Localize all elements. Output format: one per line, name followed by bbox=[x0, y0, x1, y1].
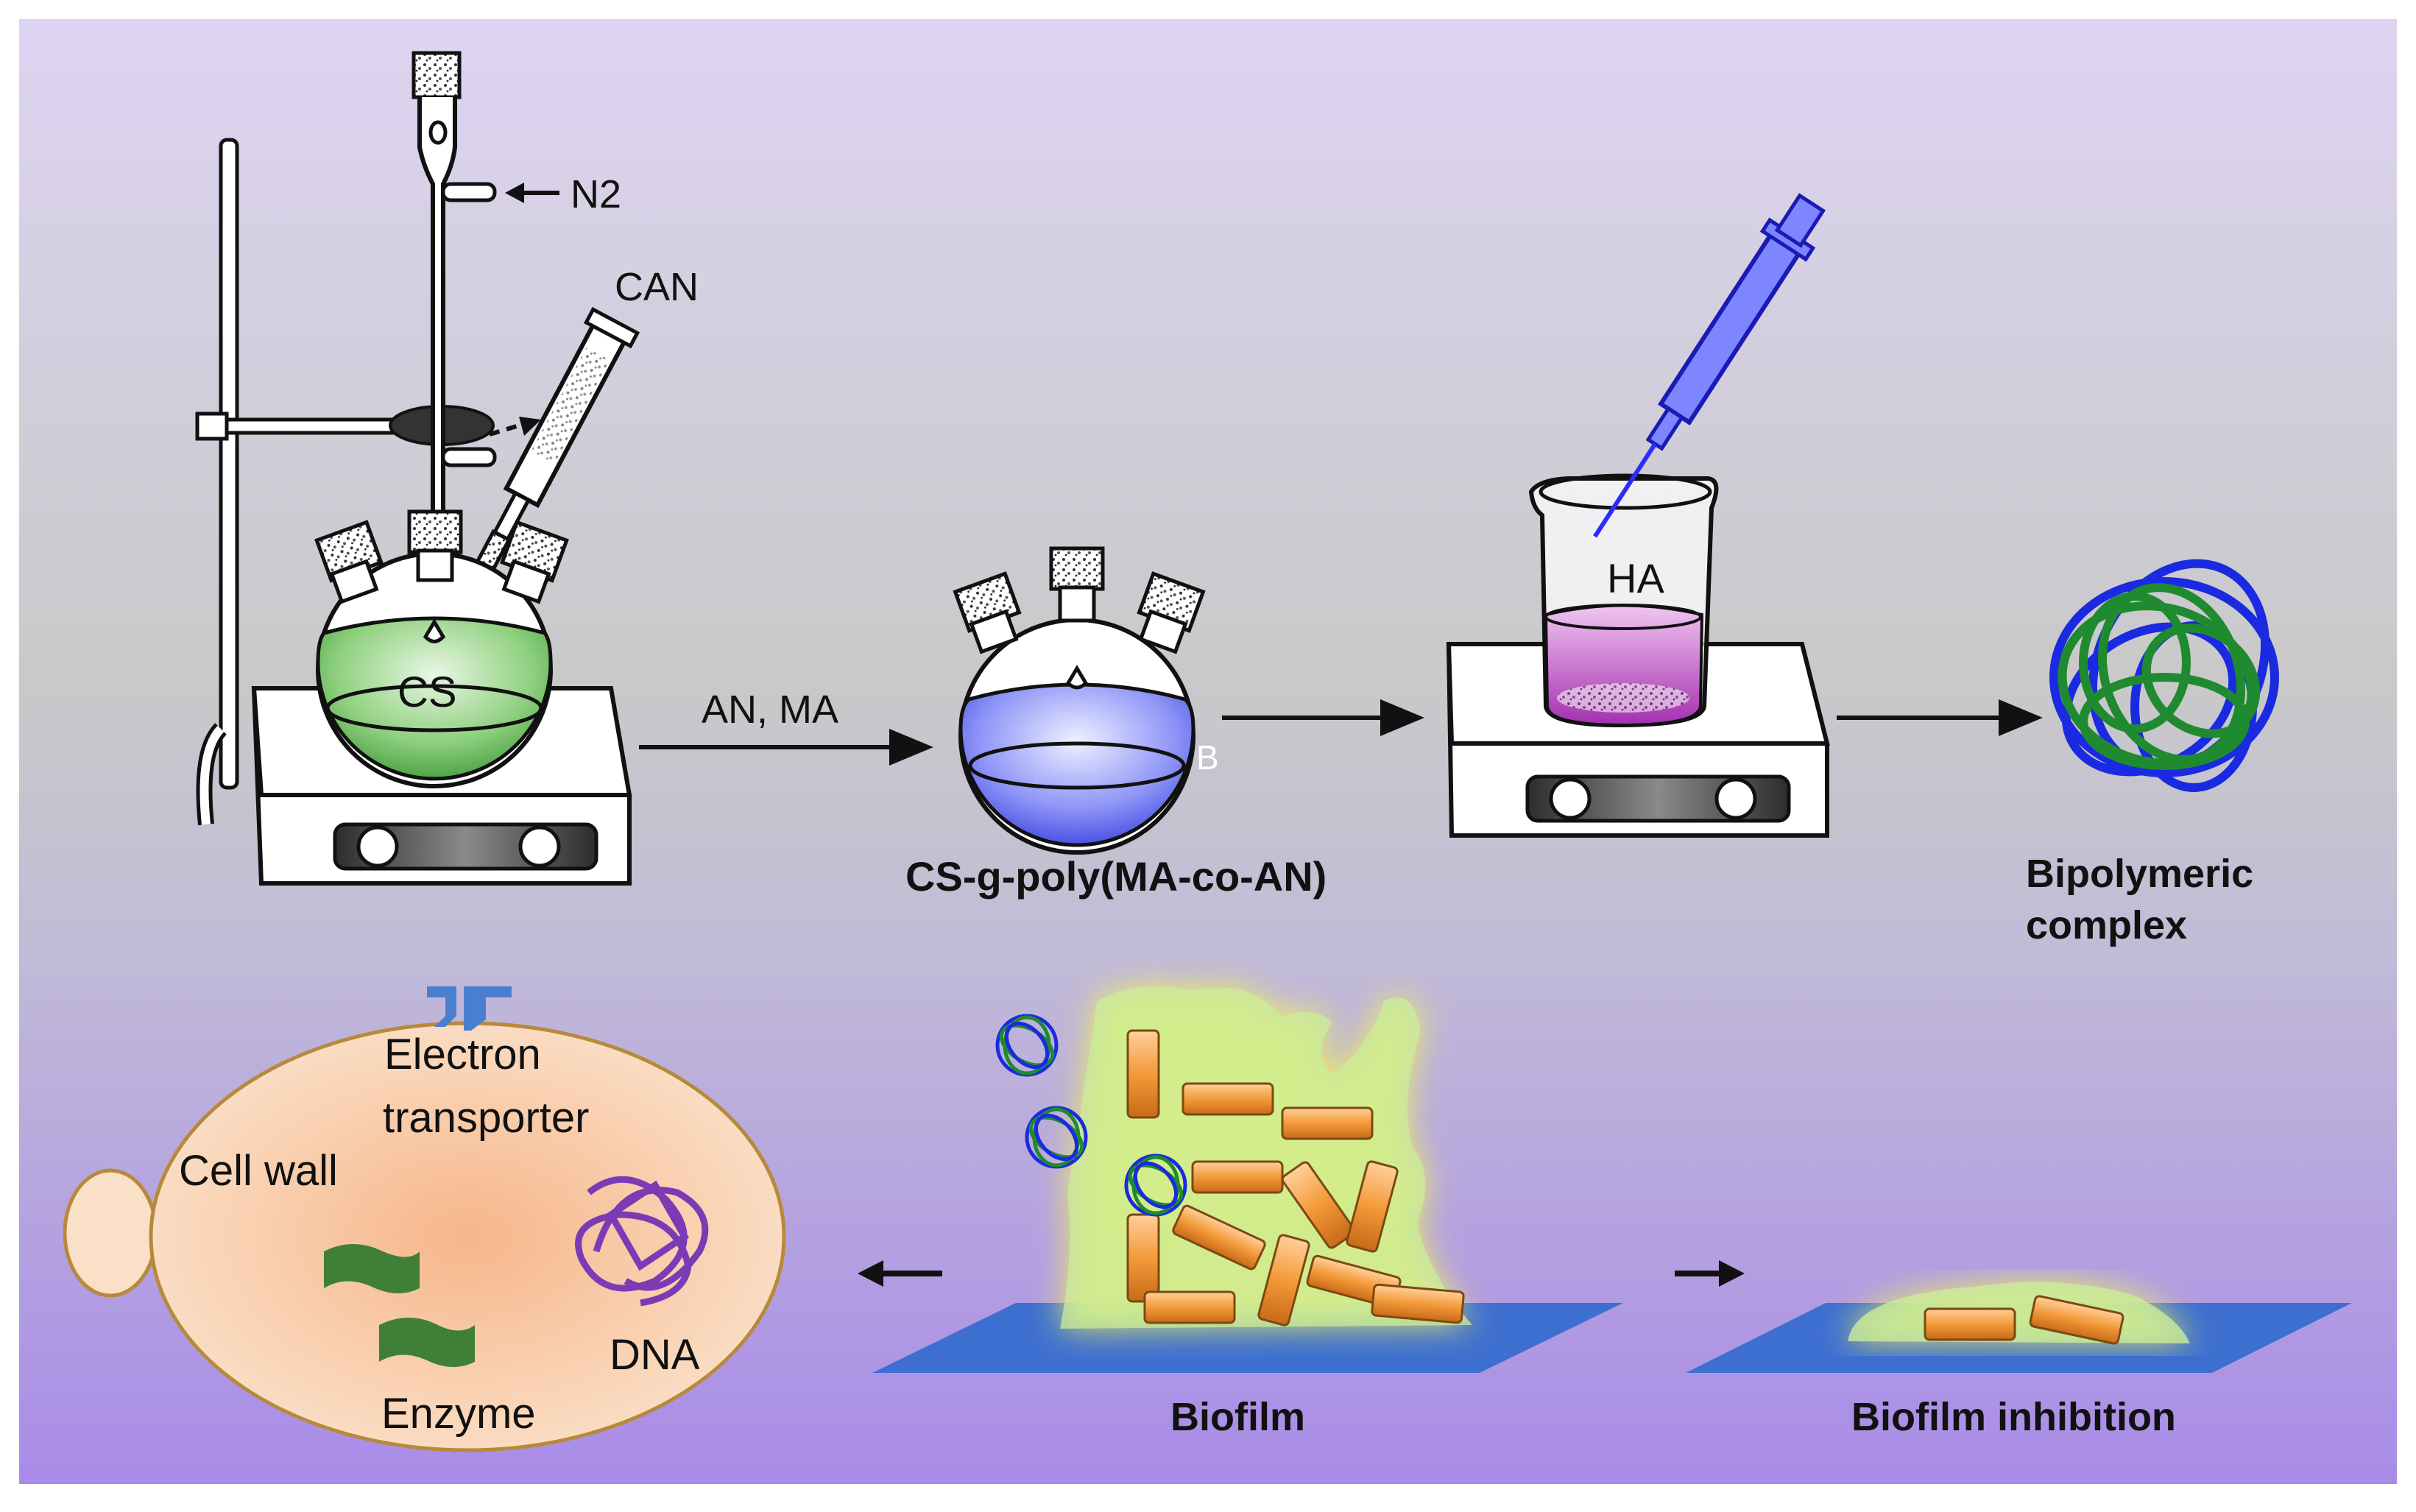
cs-label: CS bbox=[398, 668, 457, 716]
biofilm bbox=[1060, 986, 1472, 1329]
electron-transporter-icon bbox=[427, 986, 512, 1031]
inhibited-biofilm bbox=[1848, 1282, 2190, 1345]
can-label: CAN bbox=[615, 265, 699, 309]
b-flask bbox=[953, 546, 1206, 855]
bipolymeric-complex bbox=[2049, 559, 2279, 792]
attached-complexes bbox=[995, 1014, 1187, 1217]
cell-wall-label: Cell wall bbox=[179, 1147, 338, 1195]
arrow-an-ma bbox=[639, 729, 933, 766]
enzyme-shapes bbox=[324, 1244, 475, 1368]
condenser-outlet-arrow bbox=[489, 417, 541, 437]
ha-beaker bbox=[1528, 473, 1719, 728]
arrow-to-inhibition bbox=[1675, 1260, 1745, 1287]
bipolymeric-label-line2: complex bbox=[2026, 903, 2187, 947]
dna-shape bbox=[575, 1176, 709, 1307]
b-label: B bbox=[1196, 738, 1219, 777]
biofilm-bacteria bbox=[1126, 1029, 1465, 1326]
enzyme-label: Enzyme bbox=[381, 1390, 536, 1438]
n2-label: N2 bbox=[571, 172, 621, 216]
bipolymeric-label-line1: Bipolymeric bbox=[2026, 852, 2253, 896]
product-label: CS-g-poly(MA-co-AN) bbox=[905, 853, 1327, 900]
arrow-3 bbox=[1837, 699, 2043, 736]
an-ma-label: AN, MA bbox=[702, 688, 838, 732]
ha-label: HA bbox=[1607, 555, 1664, 601]
electron-label-line2: transporter bbox=[383, 1094, 589, 1142]
retort-stand bbox=[195, 138, 495, 826]
dna-label: DNA bbox=[610, 1331, 700, 1379]
biofilm-label: Biofilm bbox=[1170, 1395, 1305, 1439]
hotplate-right bbox=[1446, 641, 1830, 838]
arrow-to-cell bbox=[858, 1260, 942, 1287]
biofilm-inhibition-label: Biofilm inhibition bbox=[1851, 1395, 2176, 1439]
electron-label-line1: Electron bbox=[384, 1031, 541, 1078]
n2-arrow bbox=[505, 183, 559, 203]
arrow-2 bbox=[1222, 699, 1424, 736]
cs-flask bbox=[314, 509, 569, 788]
ha-syringe bbox=[1593, 193, 1826, 538]
